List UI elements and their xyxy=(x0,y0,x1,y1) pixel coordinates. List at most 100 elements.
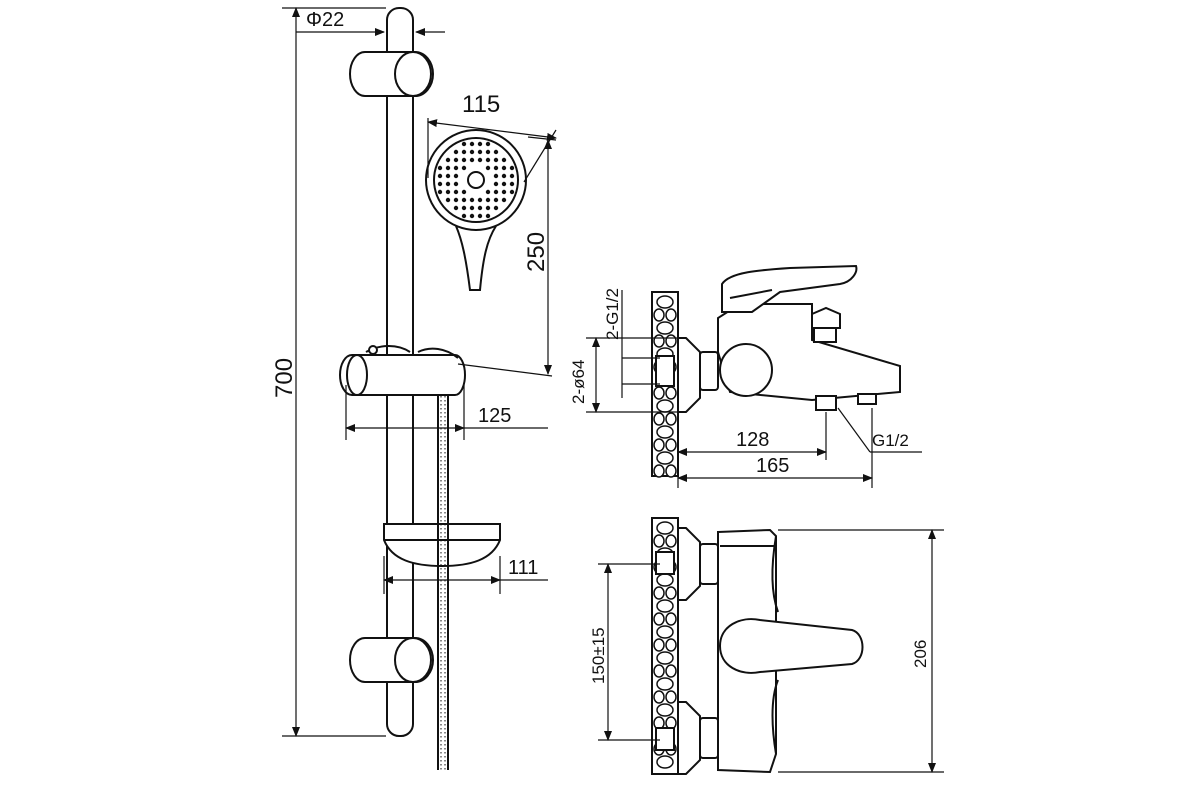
wall-stone xyxy=(656,755,674,769)
nozzle-dot xyxy=(469,149,475,155)
wall-stone xyxy=(656,451,674,465)
nozzle-dot xyxy=(485,189,491,195)
wall-stone xyxy=(653,586,665,600)
wall-stone xyxy=(665,334,677,348)
nozzle-dot xyxy=(493,157,499,163)
wall-stone xyxy=(653,664,665,678)
dim-inlet-spacing: 150±15 xyxy=(589,563,660,741)
dim-outlet-thread: G1/2 xyxy=(837,407,922,453)
nozzle-dot xyxy=(445,165,451,171)
shower-holder xyxy=(339,345,466,396)
wall-stone xyxy=(665,438,677,452)
wall-stone xyxy=(665,412,677,426)
label-head-diameter: 115 xyxy=(462,91,500,118)
nozzle-dot xyxy=(477,149,483,155)
wall-stone xyxy=(653,612,665,626)
diverter-knob-side xyxy=(811,306,841,343)
nozzle-dot xyxy=(493,181,499,187)
nozzle-dot xyxy=(501,173,507,179)
nozzle-dot xyxy=(477,213,483,219)
wall-stone xyxy=(665,464,677,478)
label-spout-length: 165 xyxy=(756,455,789,477)
nozzle-dot xyxy=(485,141,491,147)
wall-stone xyxy=(656,625,674,639)
nozzle-dot xyxy=(477,197,483,203)
nozzle-dot xyxy=(509,173,515,179)
nozzle-dot xyxy=(445,173,451,179)
mixer-front-view xyxy=(651,517,864,775)
nozzle-dot xyxy=(501,189,507,195)
inlet-nut-side xyxy=(699,351,719,391)
lever-handle-front xyxy=(718,618,864,674)
dim-holder-width: 125 xyxy=(345,385,548,440)
wall-stone xyxy=(653,464,665,478)
label-mixer-height: 206 xyxy=(911,640,930,668)
wall-stone xyxy=(665,386,677,400)
mixer-side-view xyxy=(651,264,901,478)
wall-stone xyxy=(665,534,677,548)
nozzle-dot xyxy=(493,165,499,171)
dim-escutcheon-diameter: 2-ø64 xyxy=(569,337,686,413)
wall-stone xyxy=(656,599,674,613)
nozzle-dot xyxy=(501,181,507,187)
label-inlet-thread: 2-G1/2 xyxy=(603,288,622,340)
nozzle-dot xyxy=(437,165,443,171)
wall-stone xyxy=(653,334,665,348)
nozzle-dot xyxy=(461,141,467,147)
label-escutcheon-diameter: 2-ø64 xyxy=(569,360,588,404)
nozzle-dot xyxy=(453,157,459,163)
dim-head-diameter: 115 xyxy=(427,91,557,183)
outlet-side xyxy=(815,395,837,411)
dim-mixer-height: 206 xyxy=(778,529,944,773)
nozzle-dot xyxy=(453,205,459,211)
nozzle-dot xyxy=(453,189,459,195)
nozzle-dot xyxy=(469,157,475,163)
label-outlet-distance: 128 xyxy=(736,429,769,451)
wall-stone xyxy=(665,586,677,600)
label-head-length: 250 xyxy=(523,232,550,272)
nozzle-pattern xyxy=(437,141,515,219)
nozzle-dot xyxy=(485,149,491,155)
nozzle-dot xyxy=(461,165,467,171)
nozzle-dot xyxy=(477,205,483,211)
nozzle-dot xyxy=(493,173,499,179)
hand-shower-head xyxy=(425,129,527,291)
nozzle-dot xyxy=(509,165,515,171)
label-outlet-thread: G1/2 xyxy=(872,431,909,450)
dim-head-length: 250 xyxy=(457,136,557,377)
nozzle-dot xyxy=(461,213,467,219)
nozzle-dot xyxy=(477,157,483,163)
wall-stone xyxy=(665,612,677,626)
wall-stone xyxy=(665,638,677,652)
wall-stone xyxy=(653,534,665,548)
dim-total-height: 700 xyxy=(271,7,386,737)
shower-hose xyxy=(437,396,449,770)
nozzle-dot xyxy=(469,205,475,211)
nozzle-dot xyxy=(509,189,515,195)
wall-stone xyxy=(653,386,665,400)
nozzle-dot xyxy=(485,157,491,163)
escutcheon-side xyxy=(677,337,701,413)
wall-stone xyxy=(653,438,665,452)
label-holder-width: 125 xyxy=(478,405,511,427)
label-inlet-spacing: 150±15 xyxy=(589,627,608,684)
nozzle-dot xyxy=(493,189,499,195)
wall-stone xyxy=(656,321,674,335)
nozzle-dot xyxy=(509,181,515,187)
nozzle-dot xyxy=(493,149,499,155)
escutcheon-front-lower xyxy=(677,701,701,775)
wall-stone xyxy=(665,690,677,704)
wall-stone xyxy=(656,651,674,665)
nozzle-dot xyxy=(501,157,507,163)
wall-stone xyxy=(656,399,674,413)
wall-stone xyxy=(653,412,665,426)
soap-dish xyxy=(383,523,501,568)
nozzle-dot xyxy=(437,173,443,179)
nozzle-dot xyxy=(453,173,459,179)
nozzle-dot xyxy=(469,141,475,147)
nozzle-dot xyxy=(445,181,451,187)
nozzle-dot xyxy=(445,197,451,203)
dim-dish-width: 111 xyxy=(383,556,548,594)
nozzle-dot xyxy=(501,165,507,171)
